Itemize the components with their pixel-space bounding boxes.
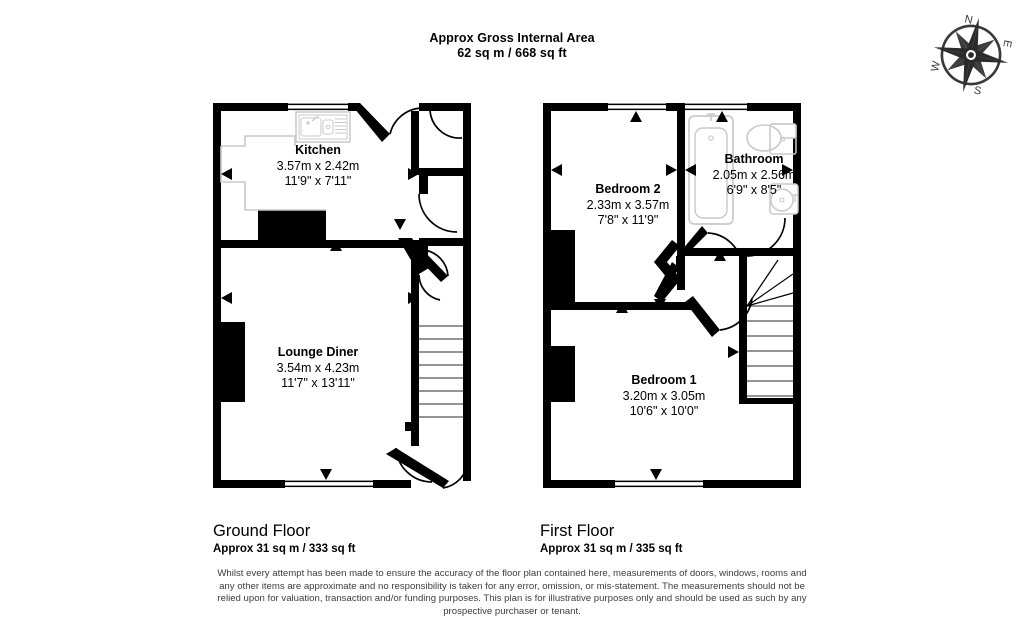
floor-name: Ground Floor (213, 522, 311, 540)
compass-south-label: S (973, 84, 983, 97)
gross-area-value: 62 sq m / 668 sq ft (457, 46, 567, 60)
room-name: Bedroom 2 (595, 182, 661, 196)
room-name: Bedroom 1 (631, 373, 697, 387)
floor-area: Approx 31 sq m / 333 sq ft (213, 543, 356, 555)
room-name: Bathroom (724, 152, 784, 166)
room-metric: 3.57m x 2.42m (276, 158, 360, 173)
room-metric: 3.54m x 4.23m (276, 360, 360, 375)
compass-west-label: W (929, 59, 943, 72)
room-name: Kitchen (295, 143, 341, 157)
ground-floor-caption: Ground Floor Approx 31 sq m / 333 sq ft (213, 521, 356, 557)
disclaimer-line-1: Whilst every attempt has been made to en… (217, 568, 807, 579)
room-metric: 2.05m x 2.56m (712, 167, 796, 182)
first-floor-caption: First Floor Approx 31 sq m / 335 sq ft (540, 521, 683, 557)
floor-area: Approx 31 sq m / 335 sq ft (540, 543, 683, 555)
room-label-bathroom: Bathroom 2.05m x 2.56m 6'9" x 8'5" (674, 152, 834, 199)
compass-north-label: N (963, 13, 973, 26)
disclaimer-line-4: prospective purchaser or tenant. (443, 605, 581, 617)
room-imperial: 6'9" x 8'5" (726, 183, 782, 197)
room-metric: 3.20m x 3.05m (622, 388, 706, 403)
room-label-bedroom-1: Bedroom 1 3.20m x 3.05m 10'6" x 10'0" (584, 373, 744, 420)
room-metric: 2.33m x 3.57m (586, 197, 670, 212)
room-label-lounge-diner: Lounge Diner 3.54m x 4.23m 11'7" x 13'11… (218, 345, 418, 392)
room-label-bedroom-2: Bedroom 2 2.33m x 3.57m 7'8" x 11'9" (548, 182, 708, 229)
compass-rose: N E S W (928, 12, 1014, 98)
room-imperial: 11'7" x 13'11" (281, 376, 355, 390)
room-imperial: 10'6" x 10'0" (629, 404, 699, 418)
compass-east-label: E (1000, 39, 1013, 49)
room-label-kitchen: Kitchen 3.57m x 2.42m 11'9" x 7'11" (218, 143, 418, 190)
room-name: Lounge Diner (277, 345, 359, 359)
gross-area-title: Approx Gross Internal Area (429, 31, 595, 45)
disclaimer-line-3: relied upon for valuation, transaction a… (217, 593, 807, 605)
disclaimer-line-2: any other items are approximate and no r… (219, 580, 805, 592)
room-imperial: 11'9" x 7'11" (284, 174, 352, 188)
floor-name: First Floor (540, 522, 615, 540)
room-imperial: 7'8" x 11'9" (597, 213, 659, 227)
page-title: Approx Gross Internal Area 62 sq m / 668… (0, 31, 1024, 61)
disclaimer: Whilst every attempt has been made to en… (0, 568, 1024, 618)
